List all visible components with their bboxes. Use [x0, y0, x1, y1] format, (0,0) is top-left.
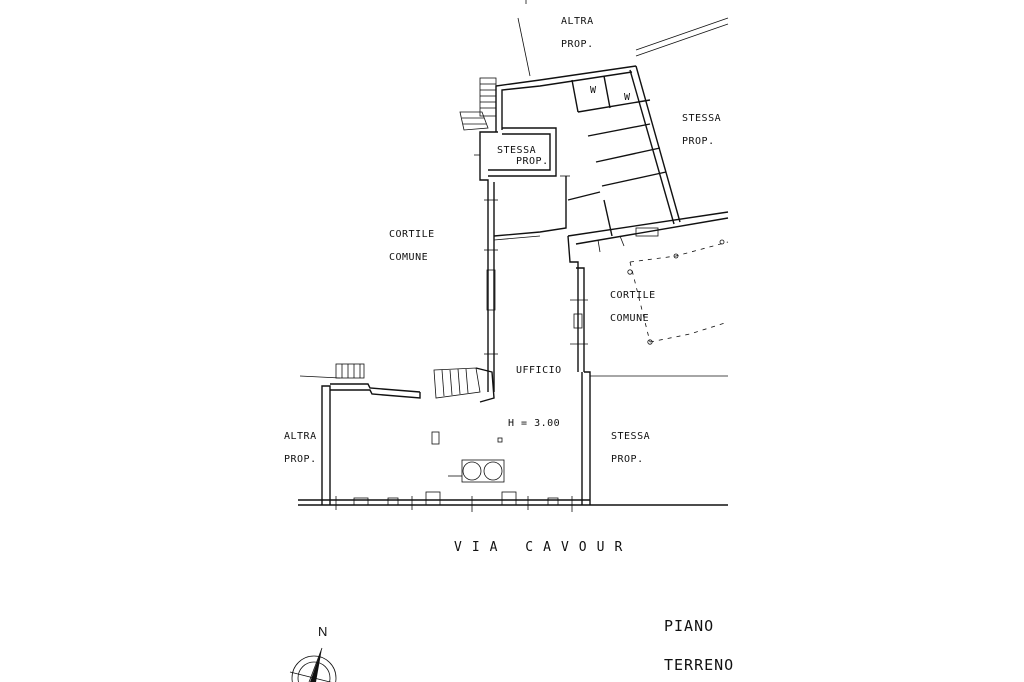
- label-stessa-prop-inner-2: PROP.: [516, 156, 549, 167]
- facade-openings: [335, 491, 573, 512]
- label-cortile-right-2: COMUNE: [610, 313, 649, 324]
- building-outline: [298, 17, 729, 506]
- label-wc-2: W: [624, 92, 631, 103]
- north-label: N: [318, 624, 327, 639]
- label-altra-prop-left-1: ALTRA: [284, 431, 317, 442]
- label-cortile-left-2: COMUNE: [389, 252, 428, 263]
- staircase-bottom: [335, 363, 495, 403]
- floor-label-1: PIANO: [664, 617, 714, 635]
- label-altra-prop-top-2: PROP.: [561, 39, 594, 50]
- label-ufficio: UFFICIO: [516, 365, 562, 376]
- label-stessa-prop-right-bottom-2: PROP.: [611, 454, 644, 465]
- label-stessa-prop-right-top-1: STESSA: [682, 113, 721, 124]
- label-altra-prop-left-2: PROP.: [284, 454, 317, 465]
- label-wc-1: W: [590, 85, 597, 96]
- label-stessa-prop-right-bottom-1: STESSA: [611, 431, 650, 442]
- label-height: H = 3.00: [508, 418, 560, 429]
- staircase-top: [459, 77, 497, 131]
- label-stessa-prop-right-top-2: PROP.: [682, 136, 715, 147]
- fixtures: [431, 431, 505, 483]
- label-cortile-left-1: CORTILE: [389, 229, 435, 240]
- floor-label-2: TERRENO: [664, 656, 734, 674]
- label-cortile-right-1: CORTILE: [610, 290, 656, 301]
- label-stessa-prop-inner-1: STESSA: [497, 145, 536, 156]
- courtyard-dashed-boundary: [627, 239, 729, 345]
- street-name: VIA CAVOUR: [454, 540, 632, 555]
- label-altra-prop-top-1: ALTRA: [561, 16, 594, 27]
- north-arrow-icon: N: [289, 624, 337, 682]
- wall-marks: [474, 154, 659, 355]
